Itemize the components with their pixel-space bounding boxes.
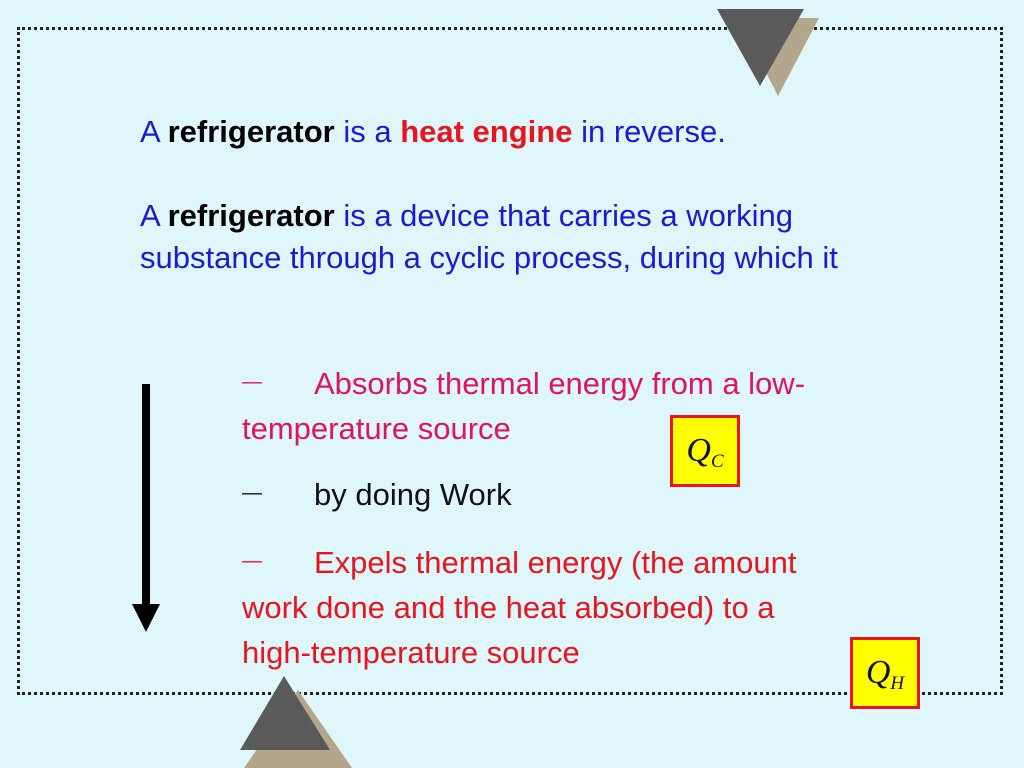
headline-heat-engine: heat engine <box>400 114 573 149</box>
dotted-frame <box>17 27 1003 695</box>
q-hot-symbol: Q <box>865 654 891 691</box>
headline: A refrigerator is a heat engine in rever… <box>140 112 726 152</box>
step-absorb: —Absorbs thermal energy from a low-tempe… <box>242 360 882 451</box>
headline-refrigerator: refrigerator <box>167 114 335 149</box>
q-cold-subscript: C <box>710 451 724 472</box>
triangle-decoration-top <box>717 9 819 96</box>
process-arrow-icon <box>132 384 160 632</box>
step-absorb-text: Absorbs thermal energy from a low-temper… <box>242 366 806 446</box>
triangle-decoration-bottom <box>240 676 352 768</box>
step-absorb-dash: — <box>242 371 262 393</box>
headline-is-a: is a <box>343 114 392 149</box>
definition-paragraph: A refrigerator is a device that carries … <box>140 195 940 279</box>
step-expel-dash: — <box>242 550 262 572</box>
headline-in-reverse: in reverse. <box>581 114 726 149</box>
step-expel: —Expels thermal energy (the amount work … <box>242 539 842 675</box>
headline-a: A <box>140 114 159 149</box>
definition-refrigerator: refrigerator <box>167 198 335 233</box>
definition-text: is a device that carries a working subst… <box>140 198 838 275</box>
q-cold-box: QC <box>670 415 740 487</box>
step-work-dash: — <box>242 482 262 504</box>
definition-a: A <box>140 198 159 233</box>
step-work-text: by doing Work <box>314 477 512 512</box>
q-hot-box: QH <box>850 637 920 709</box>
step-work: — by doing Work <box>242 471 882 517</box>
q-hot-subscript: H <box>890 673 905 694</box>
step-expel-text: Expels thermal energy (the amount work d… <box>242 545 797 670</box>
q-cold-symbol: Q <box>686 432 711 469</box>
